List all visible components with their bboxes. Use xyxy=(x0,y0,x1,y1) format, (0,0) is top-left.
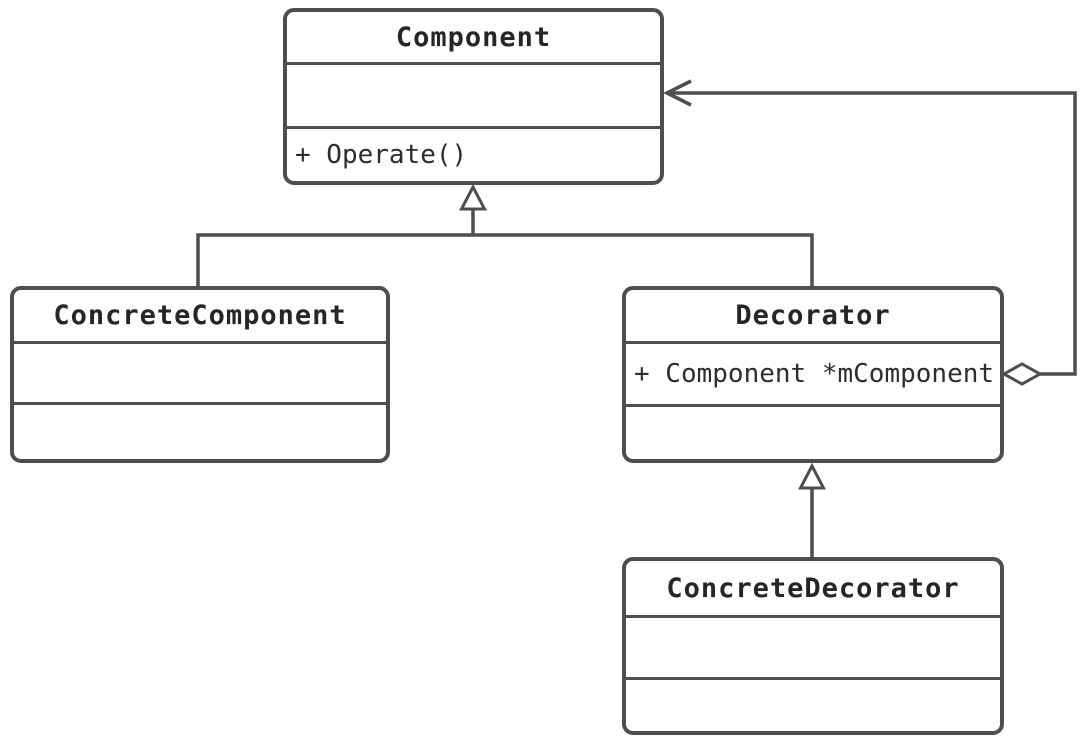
class-name-decorator: Decorator xyxy=(626,290,1000,344)
class-box-decorator: Decorator + Component *mComponent xyxy=(622,286,1004,463)
class-attributes-component xyxy=(287,65,660,129)
class-name-concrete-decorator: ConcreteDecorator xyxy=(626,561,1000,618)
class-methods-concrete-decorator xyxy=(626,680,1000,731)
class-box-component: Component + Operate() xyxy=(283,8,664,185)
class-methods-decorator xyxy=(626,407,1000,459)
class-methods-component: + Operate() xyxy=(295,140,468,170)
hollow-triangle-arrowhead-decorator xyxy=(798,462,826,490)
open-arrowhead-into-component xyxy=(663,79,692,107)
class-methods-concrete-component xyxy=(14,405,386,459)
inheritance-bus-line xyxy=(196,233,814,287)
class-name-component: Component xyxy=(287,12,660,65)
hollow-triangle-arrowhead-component xyxy=(459,183,487,211)
inheritance-concretedecorator-to-decorator xyxy=(798,462,826,558)
class-box-concrete-decorator: ConcreteDecorator xyxy=(622,557,1004,735)
inheritance-bus-to-component xyxy=(196,183,814,287)
class-attributes-decorator: + Component *mComponent xyxy=(626,344,1000,407)
class-attributes-concrete-decorator xyxy=(626,618,1000,680)
hollow-diamond-aggregation xyxy=(1000,362,1044,386)
class-box-concrete-component: ConcreteComponent xyxy=(10,286,390,463)
class-name-concrete-component: ConcreteComponent xyxy=(14,290,386,344)
class-attributes-concrete-component xyxy=(14,344,386,405)
